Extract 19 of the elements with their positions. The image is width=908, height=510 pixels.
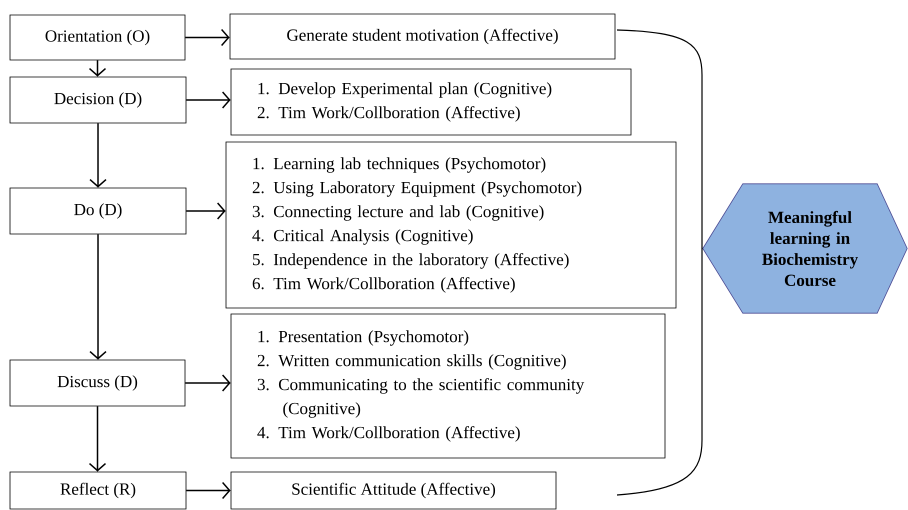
process-box: Scientific Attitude (Affective) bbox=[230, 472, 556, 510]
list-box: 1. Develop Experimental plan (Cognitive) 2. Tim Work/Collboration (Affective) bbox=[230, 68, 632, 136]
arrow bbox=[185, 374, 231, 392]
arrow bbox=[90, 234, 106, 360]
process-box: Generate student motivation (Affective) bbox=[230, 14, 616, 60]
process-box: Decision (D) bbox=[10, 76, 186, 124]
process-box: Discuss (D) bbox=[10, 360, 186, 406]
arrow bbox=[90, 123, 106, 188]
process-box: Do (D) bbox=[10, 188, 186, 234]
arrow bbox=[186, 202, 226, 220]
process-box: Reflect (R) bbox=[10, 472, 186, 510]
hexagon: Meaningful learning in Biochemistry Course bbox=[702, 183, 908, 314]
arrow bbox=[186, 92, 231, 108]
list-box: 1. Learning lab techniques (Psychomotor) 2. Using Laboratory Equipment (Psychomotor) 3. Connecting lecture and lab (Cognitive) 4. Critical Analysis (Cognitive) 5. Independence in the laboratory (Affective) 6. Tim Work/Collboration (Affective) bbox=[226, 142, 676, 308]
arrow bbox=[89, 406, 106, 472]
list-box: 1. Presentation (Psychomotor) 2. Written communication skills (Cognitive) 3. Communicating to the scientific community (Cognitive) 4. Tim Work/Collboration (Affective) bbox=[230, 314, 666, 458]
arrow bbox=[185, 29, 230, 46]
process-box: Orientation (O) bbox=[10, 14, 186, 60]
arrow bbox=[186, 482, 231, 499]
